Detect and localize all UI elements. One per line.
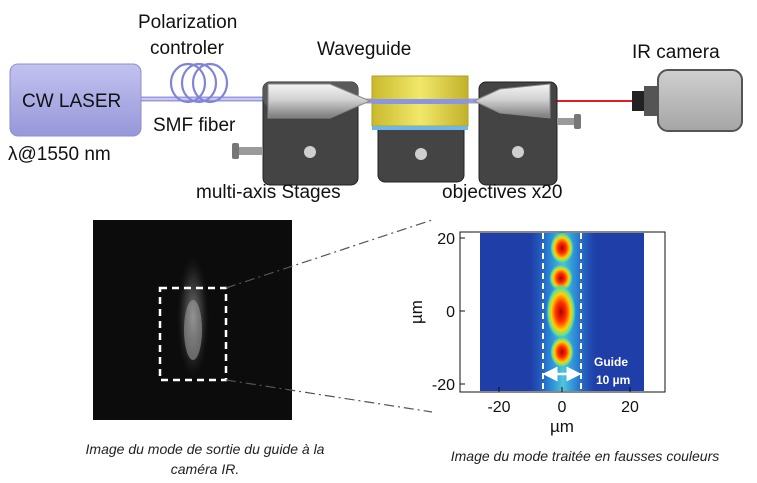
cw-laser-label: CW LASER bbox=[22, 91, 121, 112]
controller-label: controler bbox=[150, 38, 225, 59]
hot-spot-core bbox=[546, 284, 576, 340]
guide-annotation-line1: Guide bbox=[594, 355, 628, 369]
right-objective-icon bbox=[472, 83, 551, 119]
waveguide-label: Waveguide bbox=[317, 39, 411, 60]
polarization-label: Polarization bbox=[138, 12, 237, 33]
smf-fiber-label: SMF fiber bbox=[153, 115, 236, 136]
x-tick-label: -20 bbox=[487, 399, 510, 416]
y-axis-label: µm bbox=[407, 300, 426, 324]
y-tick-label: -20 bbox=[432, 377, 455, 394]
wavelength-label: λ@1550 nm bbox=[8, 144, 111, 165]
ir-camera-icon bbox=[632, 69, 743, 132]
waveguide-chip-icon bbox=[371, 75, 469, 130]
hot-spot-upper bbox=[549, 264, 573, 292]
left-objective-icon bbox=[267, 83, 372, 119]
roi-box bbox=[158, 286, 228, 382]
objectives-label: objectives x20 bbox=[442, 182, 562, 203]
false-color-plot: Guide 10 µm 20 0 -20 -20 0 20 µm µm bbox=[407, 231, 666, 436]
y-tick-label: 20 bbox=[437, 231, 455, 248]
zoom-connector-top bbox=[225, 219, 433, 289]
x-tick-label: 0 bbox=[558, 399, 567, 416]
x-tick-label: 20 bbox=[621, 399, 639, 416]
ir-camera-label: IR camera bbox=[632, 42, 720, 63]
stages-label: multi-axis Stages bbox=[196, 182, 341, 203]
raw-image-caption-line1: Image du mode de sortie du guide à la bbox=[86, 441, 325, 457]
guide-annotation-line2: 10 µm bbox=[596, 373, 630, 387]
polarization-controller-icon bbox=[169, 62, 229, 104]
raw-image-caption-line2: caméra IR. bbox=[171, 461, 239, 477]
zoom-connector-bottom bbox=[225, 379, 433, 413]
hot-spot-lower bbox=[550, 336, 574, 368]
hot-spot-top bbox=[550, 232, 574, 264]
false-color-caption: Image du mode traitée en fausses couleur… bbox=[451, 448, 720, 464]
x-axis-label: µm bbox=[550, 417, 574, 436]
cw-laser-box bbox=[9, 63, 142, 137]
raw-mode-core bbox=[184, 300, 202, 360]
y-tick-label: 0 bbox=[446, 304, 455, 321]
